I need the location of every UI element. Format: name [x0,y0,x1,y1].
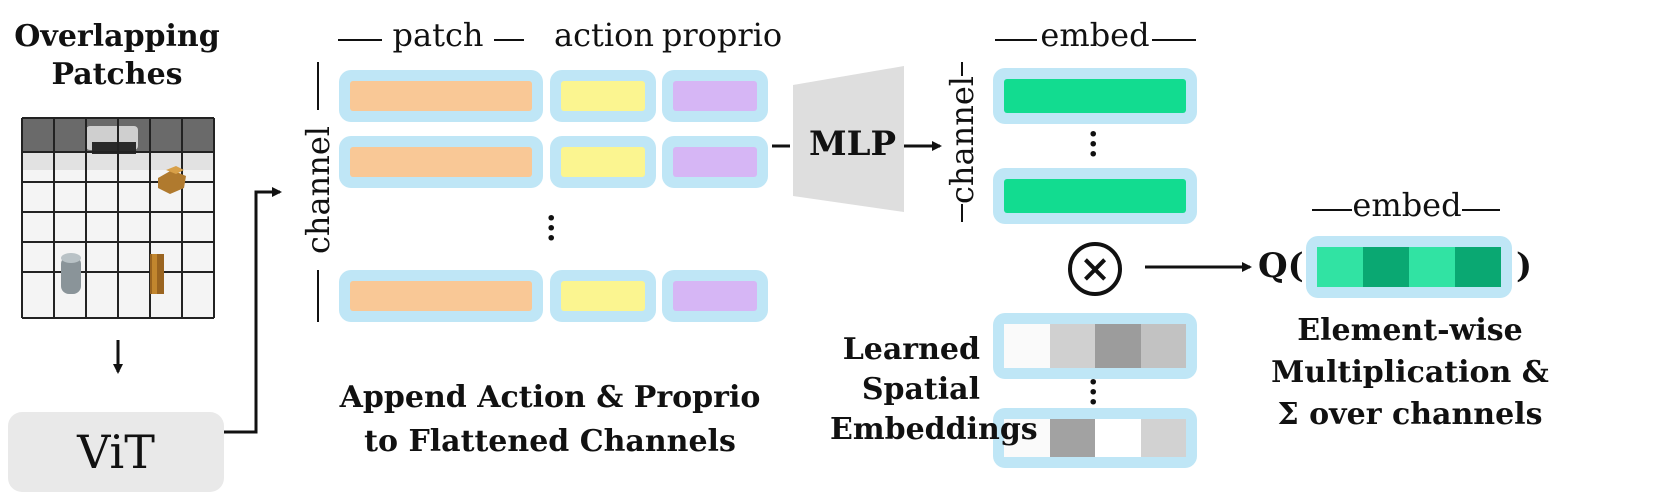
spatial-ellipsis: ··· [1088,365,1099,420]
patch-token-n [339,270,543,322]
patch-header: patch [392,16,484,54]
caption-line: Append Action & Proprio [339,380,761,415]
action-token-2 [550,136,656,188]
multiply-circle [1068,242,1122,296]
multiply-symbol: × [1079,245,1111,291]
spatial-cell [1049,324,1095,368]
element-wise-caption: Element-wise Multiplication & Σ over cha… [1271,310,1549,436]
q-cell [1317,247,1363,287]
mlp-block [793,66,904,212]
proprio-token-1 [662,70,768,122]
spatial-cell [1095,419,1141,457]
action-token-n [550,270,656,322]
title-line1: Overlapping [14,19,220,54]
q-cell [1455,247,1501,287]
caption-line: Σ over channels [1277,397,1543,432]
title-line2: Patches [51,57,183,92]
embed-header-right: embed [1352,186,1462,224]
caption-line: Element-wise [1297,313,1523,348]
proprio-token-2 [662,136,768,188]
channel-axis-label-left: channel [299,126,337,254]
spatial-embedding-n [993,408,1197,468]
q-cell [1363,247,1409,287]
caption-line: to Flattened Channels [364,424,736,459]
spatial-cell [1140,324,1186,368]
spatial-cell [1049,419,1095,457]
embed-header-top: embed [1040,16,1150,54]
caption-line: Learned [842,332,980,367]
action-token-1 [550,70,656,122]
learned-spatial-caption: Learned Spatial Embeddings [830,330,1038,450]
rows-ellipsis: ··· [546,201,557,256]
action-header: action [554,16,654,54]
caption-line: Spatial [861,372,980,407]
embed-token-1 [993,68,1197,124]
append-caption: Append Action & Proprio to Flattened Cha… [340,376,761,464]
q-output-embedding [1306,236,1512,298]
spatial-cell [1095,324,1141,368]
q-cell [1409,247,1455,287]
proprio-token-n [662,270,768,322]
overlapping-patches-title: Overlapping Patches [14,18,219,94]
vit-encoder-box: ViT [8,412,224,492]
spatial-cell [1004,324,1050,368]
embed-ellipsis: ··· [1088,117,1099,172]
spatial-embedding-1 [993,313,1197,379]
spatial-cell [1140,419,1186,457]
patch-token-1 [339,70,543,122]
spatial-cell [1004,419,1050,457]
mlp-label: MLP [809,124,897,164]
proprio-header: proprio [661,16,783,54]
patch-token-2 [339,136,543,188]
vit-label: ViT [77,425,155,479]
caption-line: Embeddings [830,412,1038,447]
scene-grid [21,117,215,319]
embed-token-n [993,168,1197,224]
q-close: ) [1516,246,1533,286]
channel-axis-label-right: channel [943,76,981,204]
caption-line: Multiplication & [1271,355,1549,390]
q-open: Q( [1258,246,1304,286]
